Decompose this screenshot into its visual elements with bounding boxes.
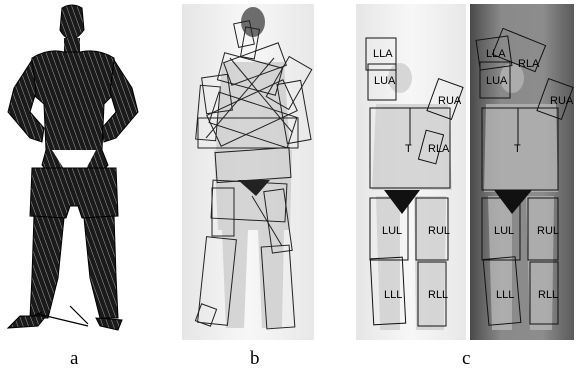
label-rua-2: RUA — [550, 95, 574, 107]
label-rla-2: RLA — [518, 58, 540, 70]
label-lla: LLA — [373, 48, 393, 60]
panel-c-left: LLA LUA RUA T RLA LUL RUL LLL RLL — [356, 4, 466, 340]
caption-c: c — [462, 348, 470, 370]
label-rul-2: RUL — [537, 225, 559, 237]
label-lua-2: LUA — [486, 75, 508, 87]
label-lll-2: LLL — [496, 289, 514, 301]
label-lul: LUL — [382, 225, 402, 237]
panel-c-right: LLA RLA LUA RUA T LUL RUL LLL RLL — [470, 4, 574, 340]
label-rll-2: RLL — [538, 289, 558, 301]
caption-a: a — [70, 348, 78, 370]
label-rul: RUL — [428, 225, 450, 237]
panel-a-silhouette — [8, 5, 138, 330]
label-lul-2: LUL — [494, 225, 514, 237]
panel-b — [182, 4, 314, 340]
label-lll: LLL — [384, 289, 402, 301]
label-lla-2: LLA — [486, 48, 506, 60]
label-rll: RLL — [428, 289, 448, 301]
label-rla: RLA — [428, 143, 450, 155]
label-lua: LUA — [374, 75, 396, 87]
label-t: T — [405, 143, 412, 155]
label-rua: RUA — [438, 95, 462, 107]
caption-b: b — [250, 348, 260, 370]
label-t-2: T — [514, 143, 521, 155]
